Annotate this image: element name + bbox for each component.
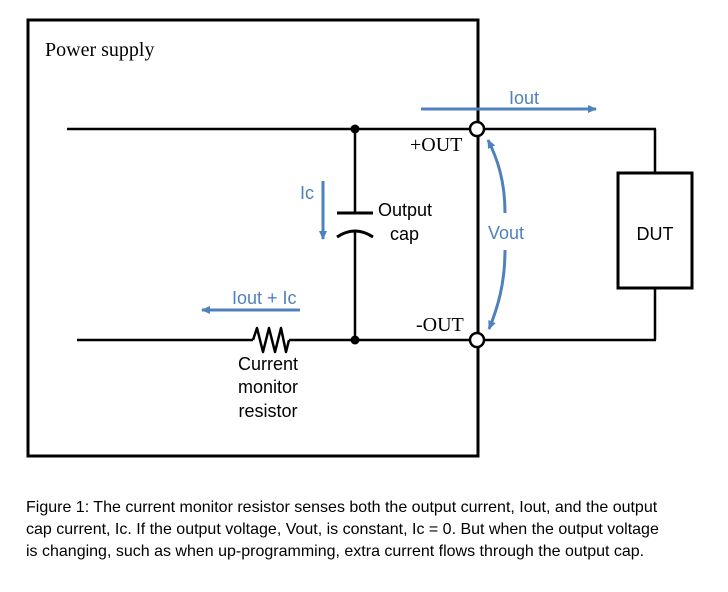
capacitor-label-line2: cap <box>390 224 419 244</box>
caption-line-3: is changing, such as when up-programming… <box>26 543 645 560</box>
resistor-label-line3: resistor <box>238 401 297 421</box>
vout-label: Vout <box>488 223 524 243</box>
iout-plus-ic-label: Iout + Ic <box>232 288 297 308</box>
current-monitor-resistor <box>251 326 291 354</box>
iout-label: Iout <box>509 88 539 108</box>
caption-line-1: Figure 1: The current monitor resistor s… <box>26 499 658 516</box>
capacitor-label-line1: Output <box>378 200 432 220</box>
vout-arrow-top <box>486 139 507 214</box>
figure-caption: Figure 1: The current monitor resistor s… <box>26 497 716 563</box>
resistor-label-line2: monitor <box>238 377 298 397</box>
resistor-label-line1: Current <box>238 354 298 374</box>
bottom-junction-dot <box>350 335 360 345</box>
vout-arrow-bottom <box>487 249 507 330</box>
minus-out-label: -OUT <box>416 314 464 336</box>
dut-box <box>616 171 694 290</box>
minus-out-terminal <box>468 331 486 349</box>
top-junction-dot <box>350 124 360 134</box>
caption-line-2: cap current, Ic. If the output voltage, … <box>26 521 659 538</box>
plus-out-terminal <box>468 120 486 138</box>
power-supply-label: Power supply <box>45 39 154 61</box>
ic-label: Ic <box>300 183 314 203</box>
plus-out-label: +OUT <box>410 134 462 156</box>
power-supply-box <box>26 18 480 458</box>
dut-label: DUT <box>637 224 674 244</box>
